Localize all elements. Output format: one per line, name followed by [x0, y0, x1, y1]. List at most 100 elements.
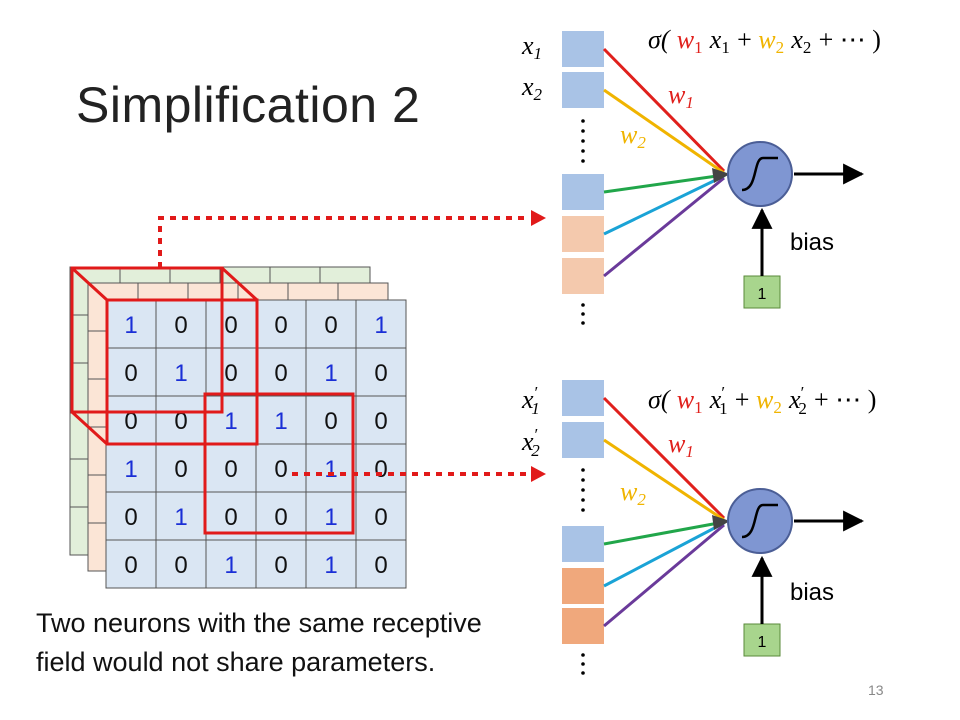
label-x2-prime: x′2: [521, 425, 540, 460]
grid-value-r1-c1: 1: [174, 360, 187, 387]
grid-value-r3-c3: 0: [274, 456, 287, 483]
grid-cell-r1-c4: [305, 347, 357, 397]
caption-line-2: field would not share parameters.: [36, 647, 436, 677]
grid-value-r5-c3: 0: [274, 552, 287, 579]
grid-value-r2-c1: 0: [174, 408, 187, 435]
grid-cell-r1-c5: [355, 347, 407, 397]
grid-value-r4-c1: 1: [174, 504, 187, 531]
grid-value-r3-c0: 1: [124, 456, 137, 483]
grid-value-r0-c2: 0: [224, 312, 237, 339]
grid-value-r4-c4: 1: [324, 504, 337, 531]
caption: Two neurons with the same receptive fiel…: [36, 604, 482, 682]
grid-cell-r3-c5: [355, 443, 407, 493]
grid-cell-r2-c1: [155, 395, 207, 445]
input-box-5: [562, 258, 604, 294]
grid-value-r1-c4: 1: [324, 360, 337, 387]
connector-top: [158, 216, 530, 268]
grid-value-r3-c1: 0: [174, 456, 187, 483]
grid-value-r2-c4: 0: [324, 408, 337, 435]
input-box-x2-prime: [562, 422, 604, 458]
grid-value-r2-c0: 0: [124, 408, 137, 435]
label-x1: x1: [521, 31, 542, 63]
grid-value-r3-c5: 0: [374, 456, 387, 483]
edge-label-w1: w1: [668, 80, 694, 112]
grid-value-r0-c1: 0: [174, 312, 187, 339]
grid-value-r0-c5: 1: [374, 312, 387, 339]
grid-cell-r2-c0: [105, 395, 157, 445]
grid-cell-r1-c0: [105, 347, 157, 397]
edge-4: [603, 174, 725, 236]
edge-w2: [603, 88, 725, 175]
grid-value-r5-c0: 0: [124, 552, 137, 579]
input-box-5b: [562, 608, 604, 644]
edge-4b: [603, 521, 725, 588]
grid-cell-r5-c1: [155, 539, 207, 589]
bias-input-value: 1: [758, 286, 767, 303]
grid-value-r1-c0: 0: [124, 360, 137, 387]
connector-bottom-arrowhead: [531, 466, 546, 482]
grid-value-r5-c2: 1: [224, 552, 237, 579]
grid-value-r4-c0: 0: [124, 504, 137, 531]
edge-5: [603, 176, 725, 278]
grid-value-r2-c5: 0: [374, 408, 387, 435]
connector-top-arrowhead: [531, 210, 546, 226]
label-x2: x2: [521, 72, 543, 104]
formula-bottom: σ( w1 x′1 + w2 x′2 + ⋯ ): [648, 383, 876, 420]
input-box-x1: [562, 31, 604, 67]
grid-cell-r5-c2: [205, 539, 257, 589]
sigmoid-icon: [741, 156, 778, 192]
input-box-3b: [562, 526, 604, 562]
grid-value-r0-c0: 1: [124, 312, 137, 339]
sigmoid-icon-b: [741, 503, 778, 539]
grid-cell-r2-c4: [305, 395, 357, 445]
edge-3: [603, 173, 725, 194]
grid-value-r1-c3: 0: [274, 360, 287, 387]
slide-title: Simplification 2: [76, 77, 421, 133]
grid-value-r0-c3: 0: [274, 312, 287, 339]
grid-value-r4-c5: 0: [374, 504, 387, 531]
input-ellipsis-top: [581, 119, 585, 163]
grid-cell-r5-c5: [355, 539, 407, 589]
grid-cell-r3-c3: [255, 443, 307, 493]
edge-w2b: [603, 438, 725, 522]
grid-value-r1-c2: 0: [224, 360, 237, 387]
bias-input-value-b: 1: [758, 634, 767, 651]
label-x1-prime: x′1: [521, 383, 540, 418]
neuron-bottom-group: [562, 380, 865, 675]
grid-value-r5-c5: 0: [374, 552, 387, 579]
input-box-x1-prime: [562, 380, 604, 416]
input-box-4b: [562, 568, 604, 604]
edge-w1: [602, 47, 726, 173]
channel-back-peach-gridlines: [88, 283, 339, 524]
grid-value-r5-c1: 0: [174, 552, 187, 579]
grid-value-r3-c4: 1: [324, 456, 337, 483]
input-ellipsis-top-2: [581, 303, 585, 325]
grid-value-r5-c4: 1: [324, 552, 337, 579]
grid-value-r3-c2: 0: [224, 456, 237, 483]
edge-5b: [603, 523, 725, 628]
grid-cell-r3-c1: [155, 443, 207, 493]
receptive-field-bottom: [203, 392, 355, 535]
grid-value-r4-c3: 0: [274, 504, 287, 531]
input-ellipsis-bottom: [581, 468, 585, 512]
grid-cell-r1-c1: [155, 347, 207, 397]
grid-value-r2-c2: 1: [224, 408, 237, 435]
grid-cell-r5-c3: [255, 539, 307, 589]
edge-arrowhead: [712, 168, 730, 183]
grid-value-r1-c5: 0: [374, 360, 387, 387]
input-ellipsis-bottom-2: [581, 653, 585, 675]
neuron-body-b: [727, 488, 793, 554]
formula-top: σ( w1 x1 + w2 x2 + ⋯ ): [648, 24, 881, 59]
caption-line-1: Two neurons with the same receptive: [36, 608, 482, 638]
grid-value-r4-c2: 0: [224, 504, 237, 531]
neuron-body: [727, 141, 793, 207]
page-number: 13: [868, 682, 884, 698]
grid-value-r0-c4: 0: [324, 312, 337, 339]
edge-w1b: [602, 396, 726, 520]
edge-label-w1b: w1: [668, 429, 694, 461]
bias-input-box: [743, 275, 781, 309]
grid-cell-r5-c0: [105, 539, 157, 589]
dotted-connectors: [158, 216, 530, 476]
